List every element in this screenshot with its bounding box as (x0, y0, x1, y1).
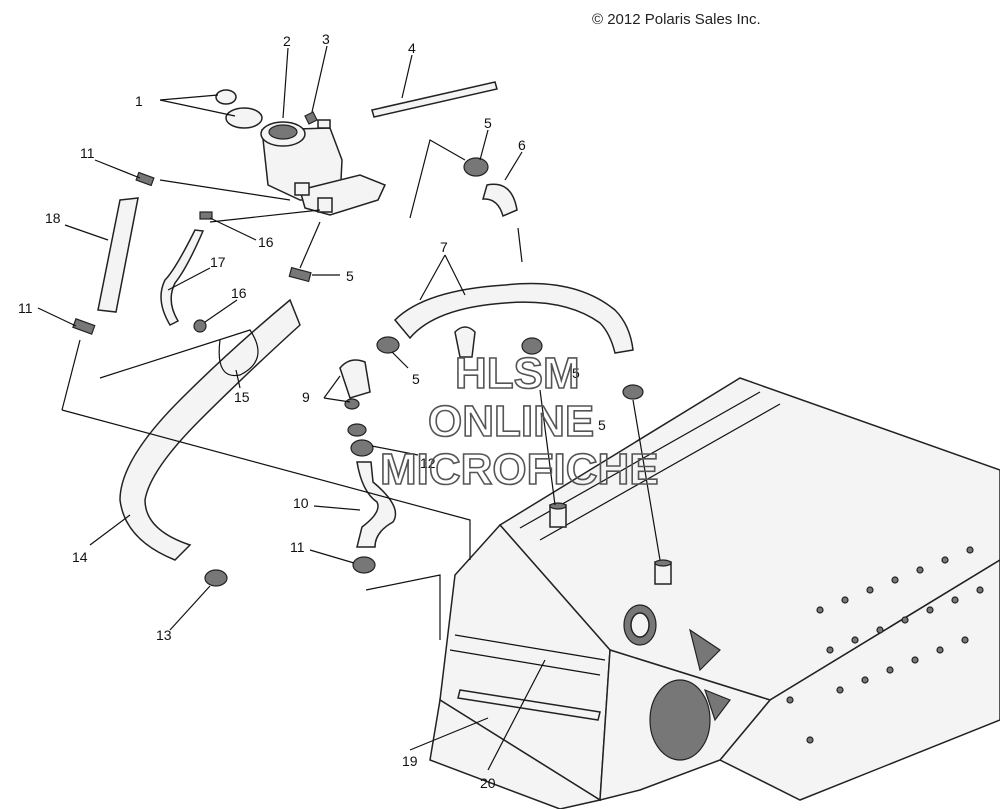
pressure-cap (225, 107, 263, 129)
callout-5e: 5 (598, 417, 606, 433)
screw (304, 111, 318, 125)
tunnel-perforations (786, 546, 984, 744)
thermostat (344, 398, 360, 410)
thermostat-seal (347, 423, 367, 437)
clamp-5d (622, 384, 644, 400)
leader-lines (37, 45, 661, 771)
callout-10: 10 (293, 495, 309, 511)
callout-5b: 5 (346, 268, 354, 284)
hose-7 (393, 282, 634, 354)
callout-5: 5 (484, 115, 492, 131)
callout-labels: 1 2 3 4 5 6 11 18 16 17 16 7 5 11 15 5 5… (18, 31, 606, 791)
callout-9: 9 (302, 389, 310, 405)
coolant-bottle (260, 119, 387, 216)
clamp-5a (288, 266, 312, 283)
hose-18 (97, 197, 139, 313)
callout-2: 2 (283, 33, 291, 49)
callout-5d: 5 (572, 365, 580, 381)
overflow-tube (371, 81, 498, 118)
hose-17 (160, 229, 205, 326)
callout-11: 11 (80, 145, 95, 161)
callout-17: 17 (210, 254, 226, 270)
clamp-16 (199, 211, 213, 220)
elbow-hose (481, 183, 518, 218)
clamp-13 (204, 569, 228, 587)
callout-19: 19 (402, 753, 418, 769)
watermark-line3: MICROFICHE (380, 445, 659, 494)
callout-11c: 11 (290, 539, 305, 555)
hose-10 (356, 461, 397, 548)
callout-13: 13 (156, 627, 172, 643)
callout-18: 18 (45, 210, 61, 226)
clamp-11b (72, 318, 96, 335)
callout-4: 4 (408, 40, 416, 56)
clamp-11c (352, 556, 376, 574)
clamp-5b (376, 336, 400, 354)
hose-clamp (463, 157, 489, 177)
wire-clamp (99, 329, 259, 379)
clamp-16b (193, 319, 207, 333)
chassis-assembly (429, 377, 1000, 809)
callout-3: 3 (322, 31, 330, 47)
hose-14 (119, 298, 301, 561)
clamp-5c (521, 337, 543, 355)
copyright-text: © 2012 Polaris Sales Inc. (592, 11, 761, 28)
callout-1: 1 (135, 93, 143, 109)
o-ring (215, 89, 237, 105)
bracket (454, 326, 476, 358)
callout-7: 7 (440, 239, 448, 255)
clamp-12 (350, 439, 374, 457)
thermostat-housing (339, 359, 371, 399)
watermark-line1: HLSM (455, 349, 580, 398)
callout-11b: 11 (18, 300, 33, 316)
callout-12: 12 (420, 455, 436, 471)
callout-14: 14 (72, 549, 88, 565)
watermark-line2: ONLINE (428, 397, 594, 446)
clamp-11 (135, 171, 155, 187)
callout-6: 6 (518, 137, 526, 153)
callout-16: 16 (258, 234, 274, 250)
callout-16b: 16 (231, 285, 247, 301)
callout-15: 15 (234, 389, 250, 405)
callout-5c: 5 (412, 371, 420, 387)
callout-20: 20 (480, 775, 496, 791)
watermark: HLSM ONLINE MICROFICHE (379, 348, 659, 495)
